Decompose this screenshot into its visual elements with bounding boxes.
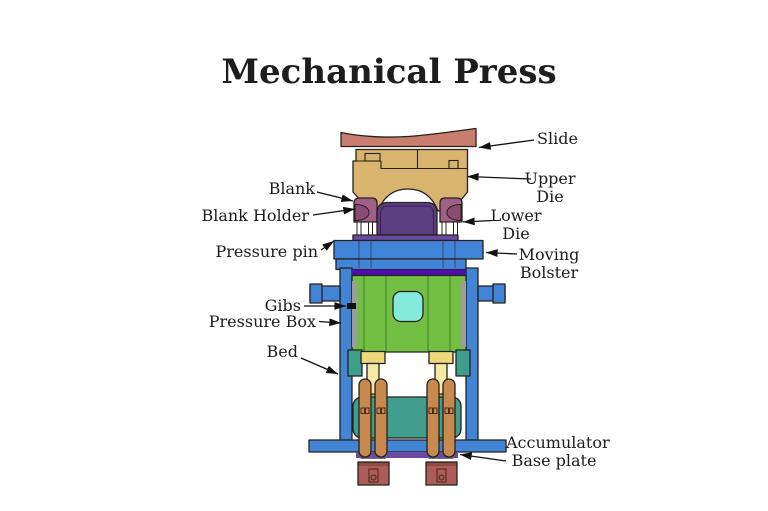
teal-block-right bbox=[455, 349, 471, 377]
anchor-keyhole-left-circle bbox=[370, 474, 377, 481]
foot-left bbox=[360, 350, 386, 365]
cylinder-shape bbox=[426, 378, 440, 458]
pressure-box-arrow bbox=[318, 318, 342, 327]
label-upper-die: Upper Die bbox=[524, 169, 576, 206]
cylinder-link-details bbox=[360, 407, 454, 414]
base-plate-shape bbox=[308, 439, 507, 453]
moving-bolster-shape bbox=[333, 239, 484, 260]
upper-die-notch-right bbox=[448, 159, 459, 170]
bolster-top-plate bbox=[352, 234, 459, 242]
label-blank: Blank bbox=[268, 179, 315, 198]
label-accumulator-base-plate: Accumulator Base plate bbox=[506, 433, 610, 470]
upper-die-arrow bbox=[466, 173, 532, 181]
label-pressure-box: Pressure Box bbox=[208, 312, 316, 331]
pressure-box-seams bbox=[363, 276, 451, 351]
foot-right bbox=[428, 350, 454, 365]
label-lower-die: Lower Die bbox=[490, 206, 542, 243]
lower-die-arrow bbox=[462, 217, 493, 226]
pressure-pin-shape bbox=[453, 221, 458, 236]
accumulator-arrow bbox=[459, 452, 507, 462]
cylinder-shape bbox=[442, 378, 456, 458]
teal-block-left bbox=[347, 349, 363, 377]
label-blank-holder: Blank Holder bbox=[201, 206, 309, 225]
anchor-block-right-shade bbox=[426, 462, 457, 466]
slide-arrow bbox=[478, 139, 535, 150]
anchor-keyhole-left bbox=[368, 468, 379, 483]
bed-arm-left-cap bbox=[309, 283, 323, 304]
pressure-pins bbox=[356, 221, 458, 236]
page-title: Mechanical Press bbox=[221, 52, 557, 92]
slide-shape bbox=[340, 127, 477, 148]
moving-bolster-step bbox=[335, 258, 467, 271]
blank-holder-right-cavity bbox=[446, 203, 462, 222]
anchor-blocks bbox=[357, 461, 458, 486]
label-bed: Bed bbox=[266, 342, 298, 361]
pressure-pin-shape bbox=[441, 221, 447, 236]
upper-die-notch-left bbox=[364, 152, 381, 162]
gib-marker bbox=[347, 303, 356, 309]
label-pressure-pin: Pressure pin bbox=[215, 242, 318, 261]
label-moving-bolster: Moving Bolster bbox=[518, 245, 580, 282]
label-slide: Slide bbox=[537, 129, 578, 148]
anchor-keyhole-right-circle bbox=[438, 474, 445, 481]
base-plate-purple-strip bbox=[356, 452, 458, 458]
label-gibs: Gibs bbox=[264, 296, 301, 315]
lower-die-shape bbox=[376, 201, 438, 236]
bed-arm-right-cap bbox=[492, 283, 506, 304]
bed-arrow bbox=[300, 357, 339, 375]
blank-holder-left-cavity bbox=[354, 203, 370, 222]
pressure-pin-arrow bbox=[320, 240, 335, 251]
cylinder-shape bbox=[374, 378, 388, 458]
pressure-pin-through-lines bbox=[358, 241, 456, 268]
cylinder-shape bbox=[358, 378, 372, 458]
anchor-keyhole-right bbox=[436, 468, 447, 483]
anchor-block-left bbox=[357, 461, 390, 486]
blank-holder-arrow bbox=[312, 206, 356, 216]
pressure-pin-shape bbox=[356, 221, 362, 236]
anchor-block-left-shade bbox=[358, 462, 389, 466]
moving-bolster-arrow bbox=[485, 249, 518, 257]
pressure-box-window bbox=[392, 290, 424, 323]
leader-arrows bbox=[300, 139, 535, 462]
gib-liner-right bbox=[461, 281, 466, 347]
blank-arrow bbox=[316, 191, 354, 202]
pressure-pin-shape bbox=[368, 221, 373, 236]
gib-liner-left bbox=[352, 281, 357, 347]
anchor-block-right bbox=[425, 461, 458, 486]
lower-die-inner-line bbox=[380, 205, 434, 235]
hydraulic-cylinders bbox=[358, 378, 456, 458]
indigo-strip bbox=[352, 269, 466, 276]
